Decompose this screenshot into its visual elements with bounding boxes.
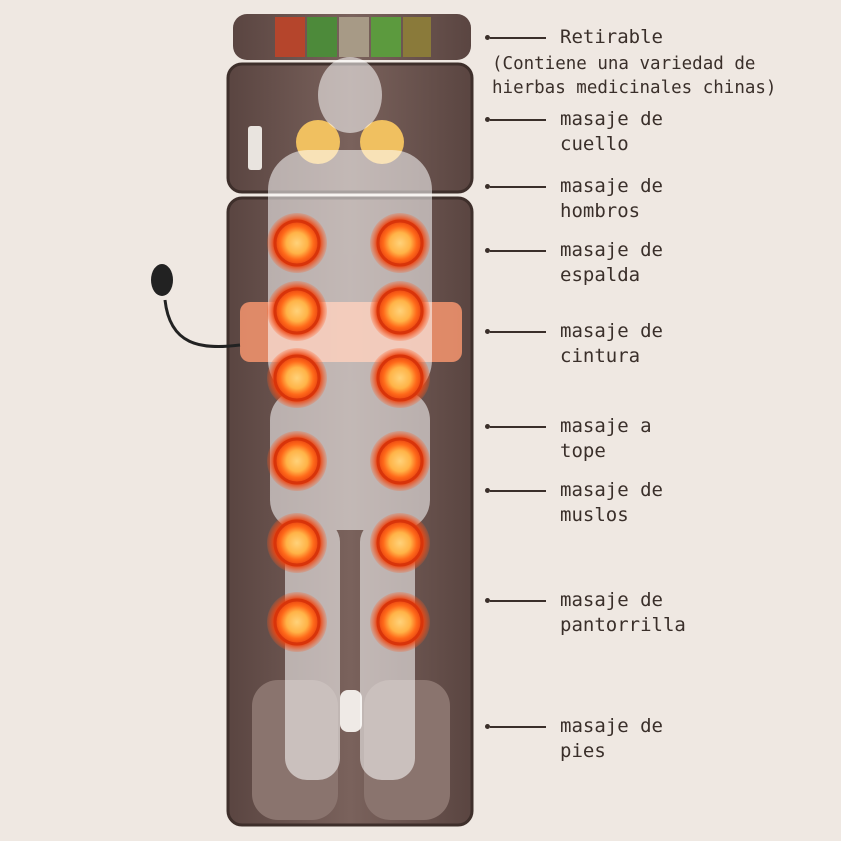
callout-line [490,37,546,39]
node-ring [376,287,424,335]
callout-dot [485,184,490,189]
callout-text: masaje de cuello [560,108,663,155]
node-ring [273,354,321,402]
callout-text: masaje de espalda [560,239,663,286]
control-panel [248,126,262,170]
callout-dot [485,424,490,429]
air-hose [163,299,241,349]
callout-line [490,490,546,492]
callout-text: masaje de hombros [560,175,663,222]
callout-line [490,726,546,728]
callout-dot [485,488,490,493]
callout-label: masaje de pies [485,714,663,764]
callout-line [490,119,546,121]
callout-text: masaje de pantorrilla [560,589,686,636]
callout-dot [485,724,490,729]
node-ring [273,437,321,485]
node-ring [376,519,424,567]
callout-text: masaje de pies [560,715,663,762]
callout-line [490,186,546,188]
foot-remote [340,690,362,732]
node-ring [376,219,424,267]
callout-line [490,600,546,602]
node-ring [273,598,321,646]
callout-line [490,250,546,252]
air-pump [151,264,173,296]
callout-label: masaje a tope [485,414,652,464]
node-ring [376,598,424,646]
callout-line [490,426,546,428]
callout-line [490,331,546,333]
callout-text: masaje de cintura [560,320,663,367]
node-ring [376,437,424,485]
callout-text: masaje de muslos [560,479,663,526]
callout-dot [485,329,490,334]
callout-label: Retirable [485,25,663,50]
herb-compartments [275,17,431,57]
callout-dot [485,117,490,122]
callout-label: masaje de pantorrilla [485,588,686,638]
node-ring [273,219,321,267]
herb-note: (Contiene una variedad de hierbas medici… [492,54,777,98]
callout-label: masaje de muslos [485,478,663,528]
node-ring [376,354,424,402]
callout-dot [485,248,490,253]
callout-text: masaje a tope [560,415,652,462]
callout-label: masaje de cuello [485,107,663,157]
callout-dot [485,35,490,40]
callout-label: masaje de espalda [485,238,663,288]
node-ring [273,519,321,567]
callout-label: masaje de hombros [485,174,663,224]
callout-dot [485,598,490,603]
callout-text: Retirable [560,26,663,48]
node-ring [273,287,321,335]
callout-label: masaje de cintura [485,319,663,369]
